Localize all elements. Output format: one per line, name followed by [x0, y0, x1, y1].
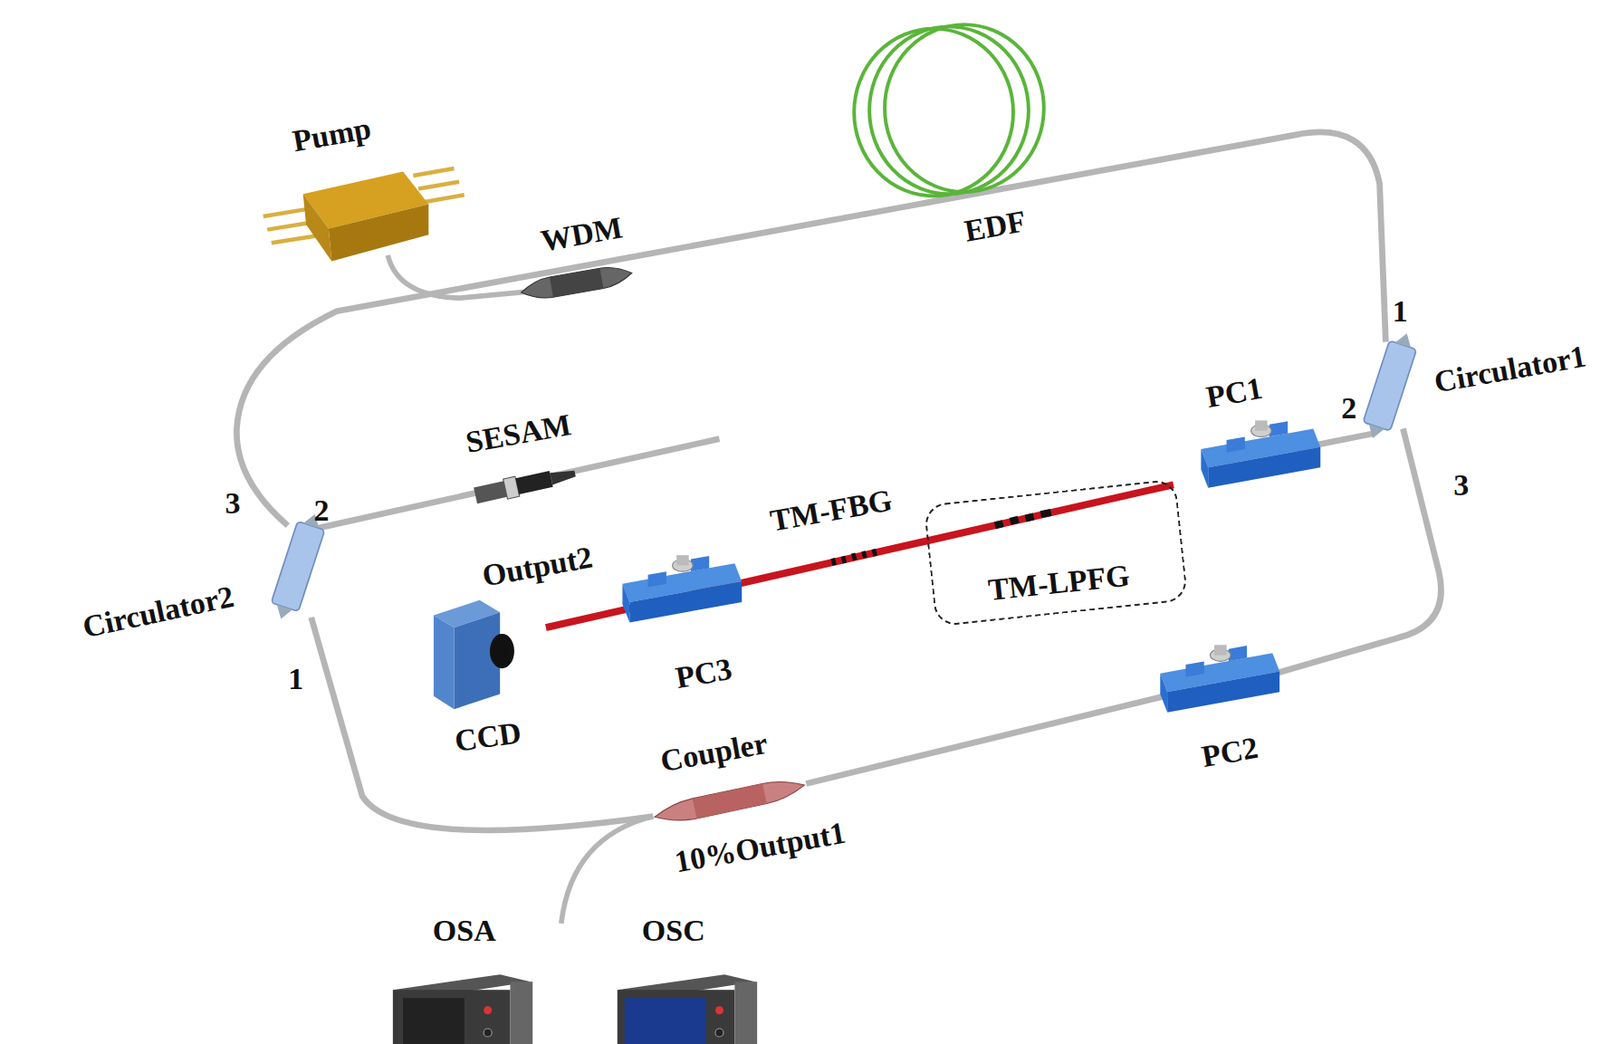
- component-label: SESAM: [463, 407, 575, 460]
- component-label: Coupler: [658, 726, 771, 778]
- region-label: TM-LPFG: [986, 558, 1132, 608]
- component-label: Circulator2: [79, 579, 237, 645]
- component-label: CCD: [452, 715, 524, 758]
- port-number: 2: [313, 493, 329, 527]
- component-label: Pump: [289, 111, 374, 159]
- component-label: PC1: [1204, 371, 1266, 415]
- port-number: 2: [1341, 391, 1357, 425]
- port-number: 3: [1453, 468, 1469, 502]
- port-number: 1: [287, 661, 304, 696]
- instrument-label: OSC: [641, 913, 706, 948]
- component-label: Circulator1: [1431, 339, 1589, 400]
- component-label: PC3: [673, 651, 736, 696]
- grating-region: TM-LPFG: [923, 479, 1189, 628]
- output-label: Output2: [479, 539, 595, 593]
- component-label: PC2: [1198, 730, 1261, 775]
- component-label: EDF: [961, 204, 1028, 250]
- instrument-label: OSA: [432, 913, 497, 948]
- port-number: 1: [1392, 294, 1409, 328]
- output-label: 10%Output1: [671, 814, 848, 879]
- component-label: TM-FBG: [767, 482, 895, 537]
- port-number: 3: [224, 486, 240, 520]
- component-label: WDM: [537, 210, 625, 259]
